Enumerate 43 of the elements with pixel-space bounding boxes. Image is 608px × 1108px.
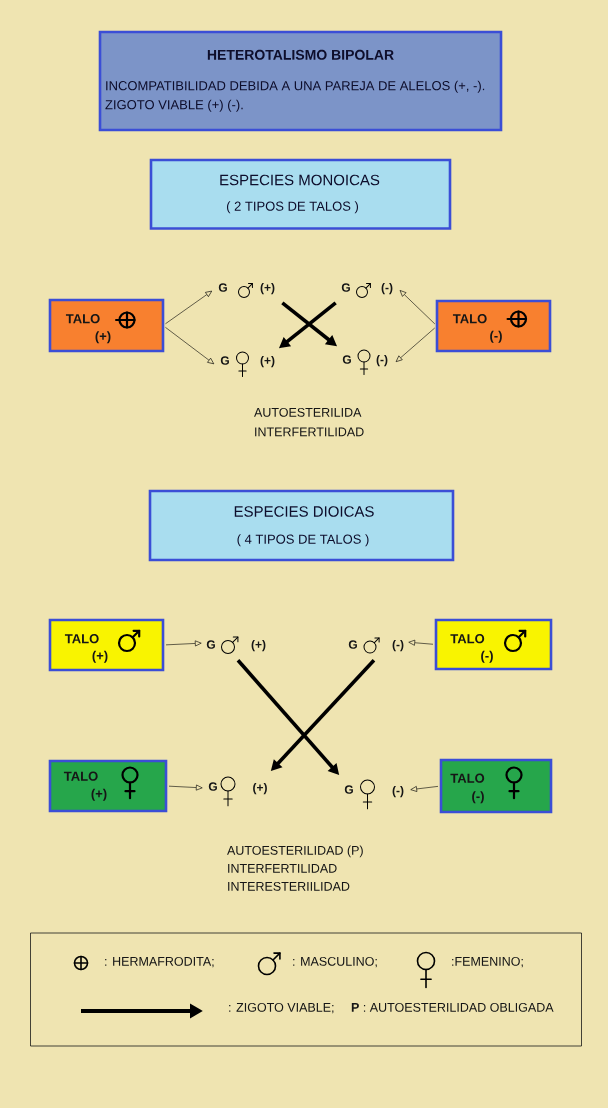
gamete-letter: G <box>342 355 351 364</box>
mating-type-label: (-) <box>392 639 404 652</box>
legend-text: : HERMAFRODITA; <box>105 956 214 968</box>
gamete-letter: G <box>206 640 215 649</box>
legend-text: P : AUTOESTERILIDAD OBLIGADA <box>351 1002 554 1012</box>
section-box: ESPECIES DIOICAS ( 4 TIPOS DE TALOS ) <box>148 489 455 562</box>
arrow <box>410 786 439 792</box>
mating-type-label: (+) <box>260 282 275 295</box>
arrow <box>408 639 434 646</box>
legend-text: :FEMENINO; <box>452 956 523 968</box>
legend-text: : MASCULINO; <box>293 956 377 968</box>
thallus-box: TALO (-) <box>434 618 553 671</box>
thallus-box: TALO (+) <box>48 759 168 813</box>
mating-type-label: (-) <box>376 354 388 367</box>
arrow <box>395 327 436 362</box>
gamete-letter: G <box>344 785 353 794</box>
thallus-box: TALO (+) <box>48 618 165 672</box>
arrow <box>165 290 213 325</box>
gamete-letter: G <box>208 782 217 791</box>
thallus-box: TALO (+) <box>48 298 165 353</box>
mating-type-label: (+) <box>253 782 267 795</box>
note-text: AUTOESTERILIDAD (P) <box>227 845 363 858</box>
thallus-box: TALO (-) <box>439 758 553 814</box>
gamete-letter: G <box>348 640 357 649</box>
thallus-box: TALO (-) <box>435 299 552 353</box>
arrow <box>165 640 202 647</box>
gamete-letter: G <box>218 283 227 292</box>
mating-type-label: (-) <box>381 282 393 295</box>
note-text: INTERFERTILIDAD <box>255 427 364 437</box>
section-box: ESPECIES MONOICAS ( 2 TIPOS DE TALOS ) <box>149 158 452 230</box>
note-text: INTERESTERIILIDAD <box>228 881 350 891</box>
mating-type-label: (-) <box>392 785 404 798</box>
arrow <box>399 290 436 325</box>
legend-text: : ZIGOTO VIABLE; <box>229 1002 334 1014</box>
arrow <box>168 784 203 791</box>
gamete-letter: G <box>220 356 229 365</box>
title-box: HETEROTALISMO BIPOLAR INCOMPATIBILIDAD DEBIDA A UNA PAREJA DE ALELOS (+, -). ZIGOTO VIABLE (+) (-). <box>98 30 503 132</box>
arrow <box>165 327 215 365</box>
note-text: AUTOESTERILIDA <box>254 407 362 417</box>
mating-type-label: (+) <box>260 355 275 368</box>
note-text: INTERFERTILIDAD <box>228 864 337 873</box>
gamete-letter: G <box>341 283 350 292</box>
mating-type-label: (+) <box>251 639 266 652</box>
